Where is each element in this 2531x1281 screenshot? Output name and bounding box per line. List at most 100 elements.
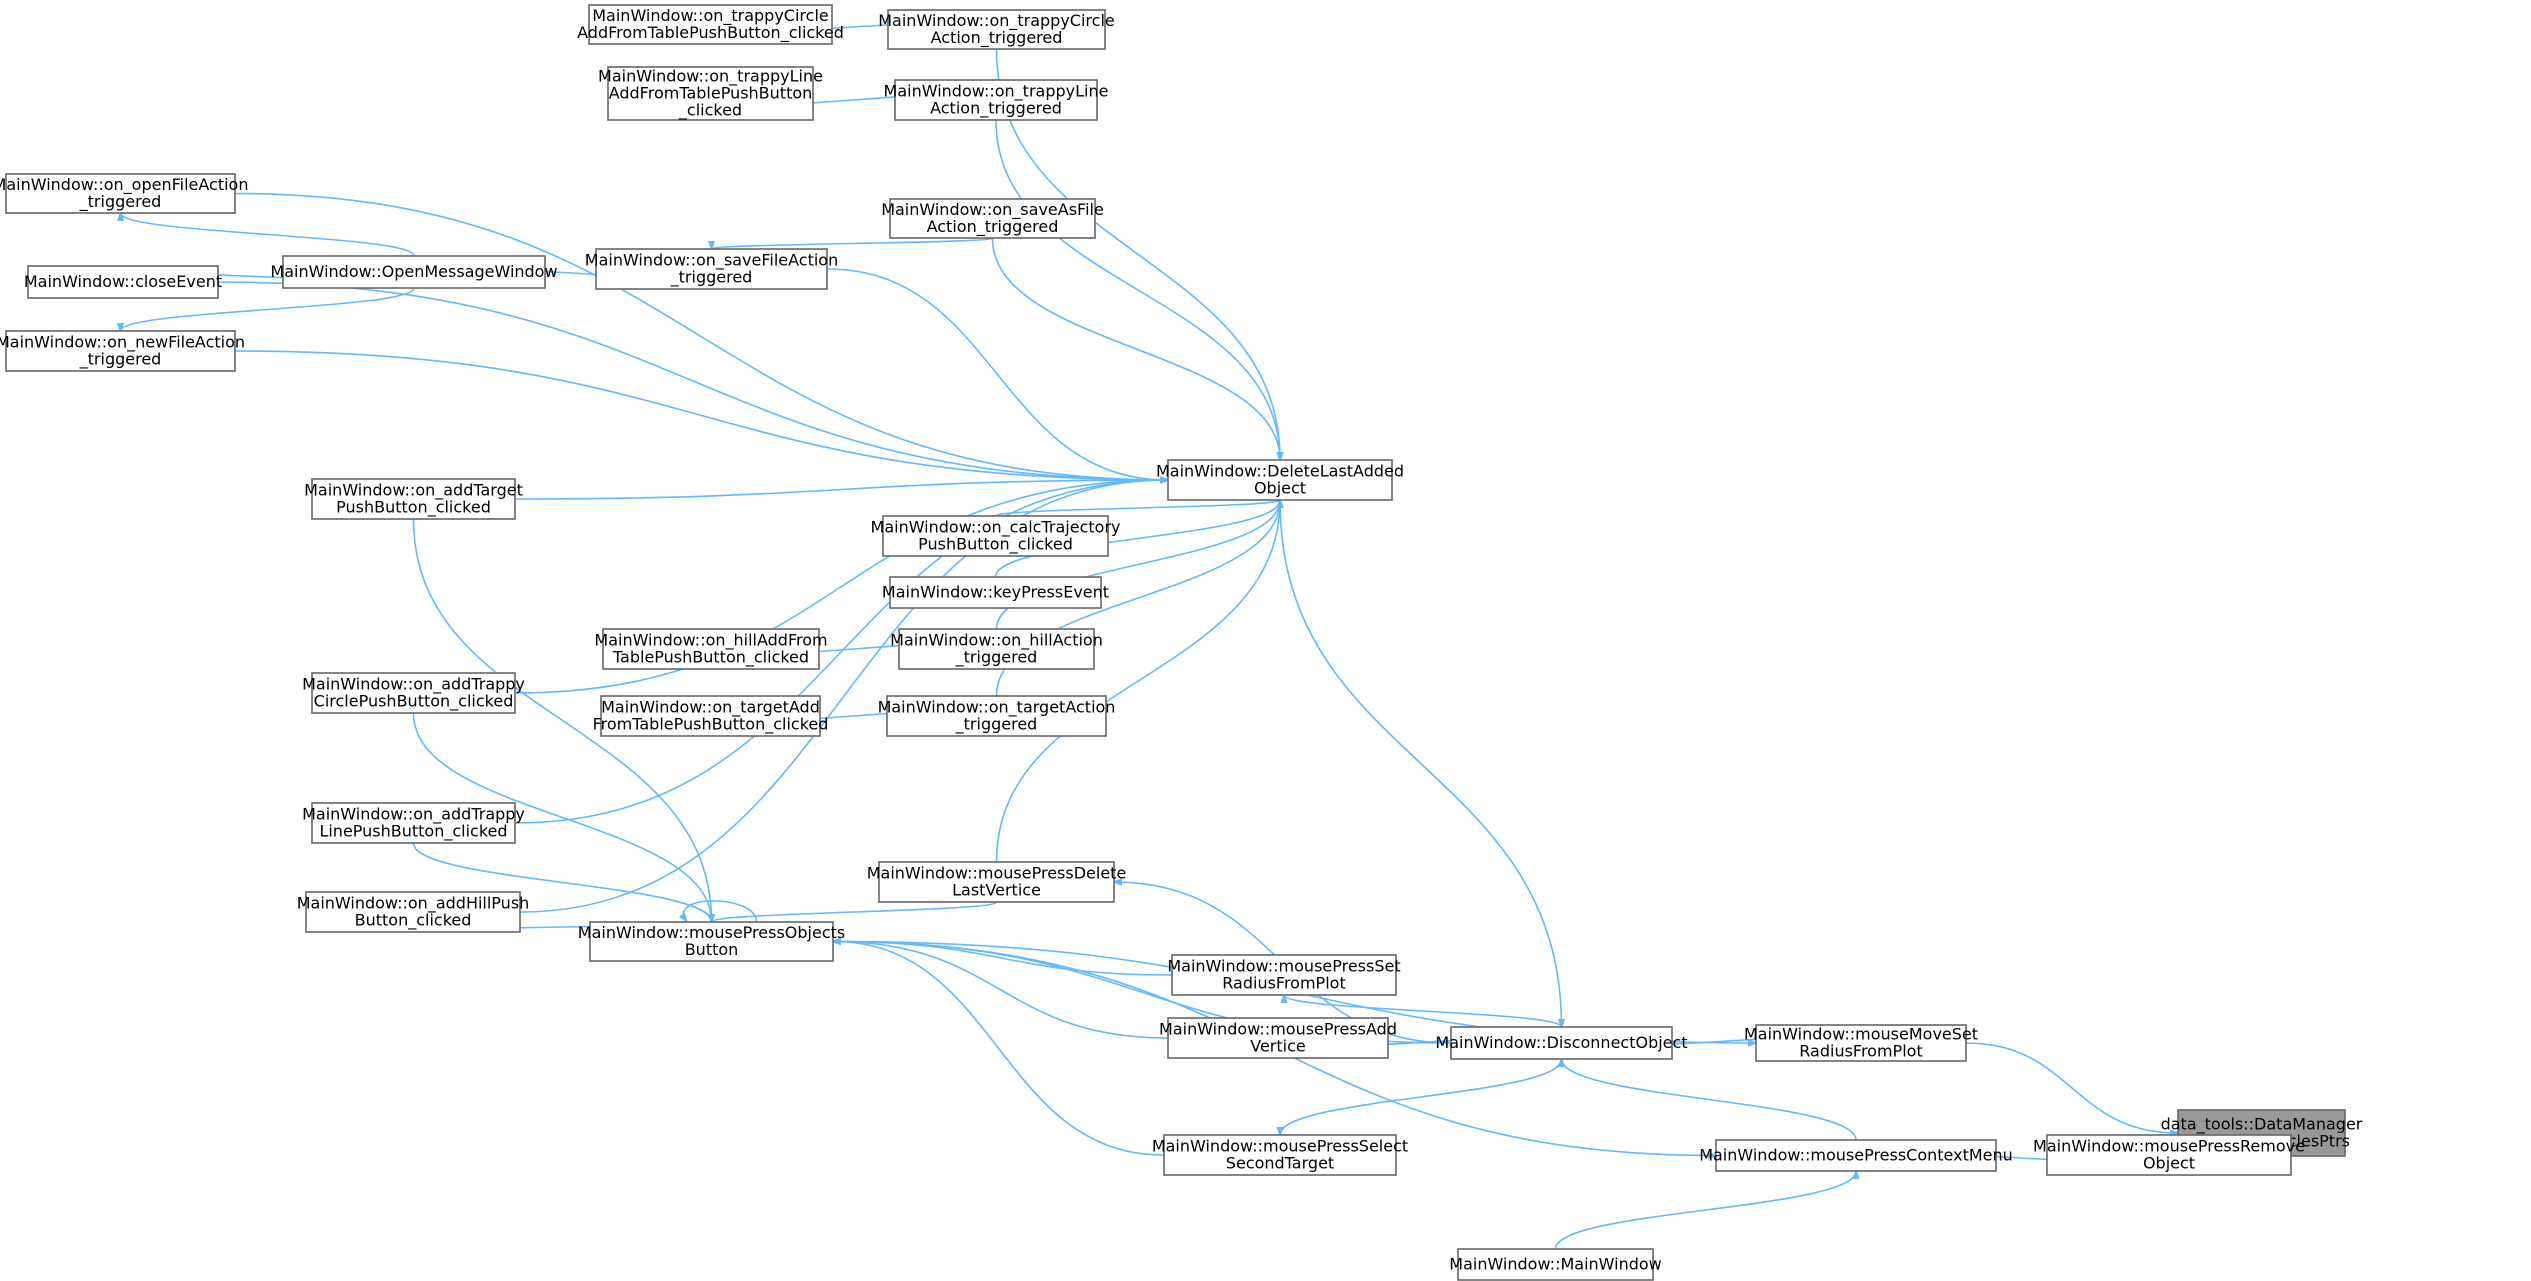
node-nfa[interactable]: MainWindow::on_newFileAction_triggered bbox=[0, 330, 245, 372]
edge-atc-to-dlao bbox=[514, 480, 1168, 694]
node-label: MainWindow::MainWindow bbox=[1449, 1254, 1661, 1273]
edge-mpsst-to-mpob bbox=[833, 942, 1165, 1156]
node-label: MainWindow::on_addTrappy bbox=[302, 674, 525, 694]
node-box bbox=[282, 255, 546, 289]
node-label: MainWindow::mousePressRemove bbox=[2033, 1136, 2305, 1155]
edge-tca-to-dlao bbox=[995, 48, 1281, 460]
node-tlab[interactable]: MainWindow::on_trappyLineAddFromTablePus… bbox=[598, 66, 823, 121]
node-label: TablePushButton_clicked bbox=[612, 647, 809, 667]
node-label: MainWindow::on_newFileAction bbox=[0, 332, 245, 352]
node-label: MainWindow::on_hillAddFrom bbox=[594, 630, 827, 650]
edge-dlao-to-do bbox=[1279, 499, 1562, 1027]
node-atpb[interactable]: MainWindow::on_addTargetPushButton_click… bbox=[304, 478, 523, 520]
node-label: PushButton_clicked bbox=[336, 497, 491, 517]
node-ha[interactable]: MainWindow::on_hillAction_triggered bbox=[890, 628, 1103, 670]
edge-mpcm-to-do bbox=[1562, 1059, 1857, 1141]
edge-mpdlv-to-mpob bbox=[712, 901, 998, 922]
node-box bbox=[1167, 459, 1393, 501]
node-label: _triggered bbox=[79, 192, 162, 212]
node-box bbox=[1755, 1024, 1967, 1062]
node-label: MainWindow::mousePressDelete bbox=[867, 863, 1127, 882]
node-omw[interactable]: MainWindow::OpenMessageWindow bbox=[270, 255, 558, 289]
node-label: CirclePushButton_clicked bbox=[314, 691, 514, 711]
node-ctpb[interactable]: MainWindow::on_calcTrajectoryPushButton_… bbox=[871, 515, 1121, 557]
node-tcab[interactable]: MainWindow::on_trappyCircleAddFromTableP… bbox=[577, 4, 844, 45]
node-atl[interactable]: MainWindow::on_addTrappyLinePushButton_c… bbox=[302, 802, 525, 844]
node-tca[interactable]: MainWindow::on_trappyCircleAction_trigge… bbox=[878, 9, 1115, 50]
node-box bbox=[305, 891, 521, 933]
node-label: MainWindow::on_saveAsFile bbox=[881, 200, 1104, 220]
node-box bbox=[5, 173, 236, 214]
node-box bbox=[1457, 1248, 1654, 1281]
node-do[interactable]: MainWindow::DisconnectObject bbox=[1435, 1026, 1688, 1060]
node-label: Button_clicked bbox=[355, 910, 472, 930]
edge-omw-to-ofa bbox=[121, 213, 415, 257]
node-box bbox=[882, 515, 1109, 557]
node-box bbox=[27, 265, 219, 299]
node-tla[interactable]: MainWindow::on_trappyLineAction_triggere… bbox=[884, 79, 1109, 121]
node-label: AddFromTablePushButton_clicked bbox=[577, 23, 844, 43]
node-label: MainWindow::mousePressObjects bbox=[578, 923, 845, 942]
node-label: FromTablePushButton_clicked bbox=[593, 714, 829, 734]
edge-kpe-to-dlao bbox=[994, 500, 1281, 578]
node-box bbox=[889, 198, 1096, 239]
node-box bbox=[889, 576, 1102, 609]
node-label: Action_triggered bbox=[927, 217, 1059, 237]
node-mpcm[interactable]: MainWindow::mousePressContextMenu bbox=[1699, 1139, 2013, 1172]
node-label: MainWindow::mousePressSelect bbox=[1152, 1136, 1408, 1155]
node-box bbox=[5, 330, 236, 372]
node-box bbox=[1167, 1017, 1389, 1059]
edge-atpb-to-mpob bbox=[412, 518, 712, 922]
node-mw[interactable]: MainWindow::MainWindow bbox=[1449, 1248, 1662, 1281]
edge-atl-to-mpob bbox=[412, 842, 712, 922]
node-ofa[interactable]: MainWindow::on_openFileAction_triggered bbox=[0, 173, 248, 214]
node-layer: data_tools::DataManager::GetTrappyCircle… bbox=[0, 4, 2363, 1281]
node-kpe[interactable]: MainWindow::keyPressEvent bbox=[882, 576, 1109, 609]
node-box bbox=[894, 79, 1098, 121]
node-label: MainWindow::on_targetAction bbox=[878, 697, 1116, 717]
node-box bbox=[595, 248, 828, 290]
node-label: MainWindow::OpenMessageWindow bbox=[270, 262, 557, 281]
node-sasa[interactable]: MainWindow::on_saveAsFileAction_triggere… bbox=[881, 198, 1104, 239]
node-label: MainWindow::mouseMoveSet bbox=[1744, 1024, 1978, 1043]
node-label: MainWindow::on_calcTrajectory bbox=[871, 517, 1121, 537]
node-label: Object bbox=[2143, 1153, 2195, 1172]
edge-mmsr-to-root bbox=[1965, 1042, 2178, 1133]
node-label: Action_triggered bbox=[930, 98, 1062, 118]
node-haft[interactable]: MainWindow::on_hillAddFromTablePushButto… bbox=[594, 628, 828, 670]
node-box bbox=[588, 4, 833, 45]
node-box bbox=[878, 861, 1115, 903]
edge-sasa-to-sfa bbox=[712, 237, 994, 249]
node-ta[interactable]: MainWindow::on_targetAction_triggered bbox=[878, 695, 1116, 737]
edge-ctpb-to-dlao bbox=[994, 500, 1281, 517]
node-label: MainWindow::on_addTarget bbox=[304, 480, 523, 500]
edge-do-to-mpsr bbox=[1284, 995, 1563, 1028]
node-label: MainWindow::mousePressContextMenu bbox=[1699, 1145, 2013, 1164]
edge-atpb-to-dlao bbox=[514, 480, 1168, 500]
node-label: MainWindow::on_saveFileAction bbox=[585, 250, 838, 270]
node-box bbox=[589, 921, 834, 962]
node-ce[interactable]: MainWindow::closeEvent bbox=[24, 265, 222, 299]
edge-ce-to-dlao bbox=[217, 281, 1168, 480]
edge-nfa-to-dlao bbox=[234, 350, 1168, 480]
node-sfa[interactable]: MainWindow::on_saveFileAction_triggered bbox=[585, 248, 838, 290]
node-atc[interactable]: MainWindow::on_addTrappyCirclePushButton… bbox=[302, 672, 525, 714]
edge-ofa-to-dlao bbox=[234, 192, 1168, 481]
edge-sfa-to-dlao bbox=[826, 268, 1168, 480]
edge-mw-to-mpcm bbox=[1554, 1171, 1857, 1250]
node-box bbox=[898, 628, 1095, 670]
node-label: _triggered bbox=[955, 714, 1038, 734]
node-label: RadiusFromPlot bbox=[1222, 973, 1345, 992]
node-taft[interactable]: MainWindow::on_targetAddFromTablePushBut… bbox=[593, 695, 829, 737]
node-label: Action_triggered bbox=[931, 28, 1063, 48]
